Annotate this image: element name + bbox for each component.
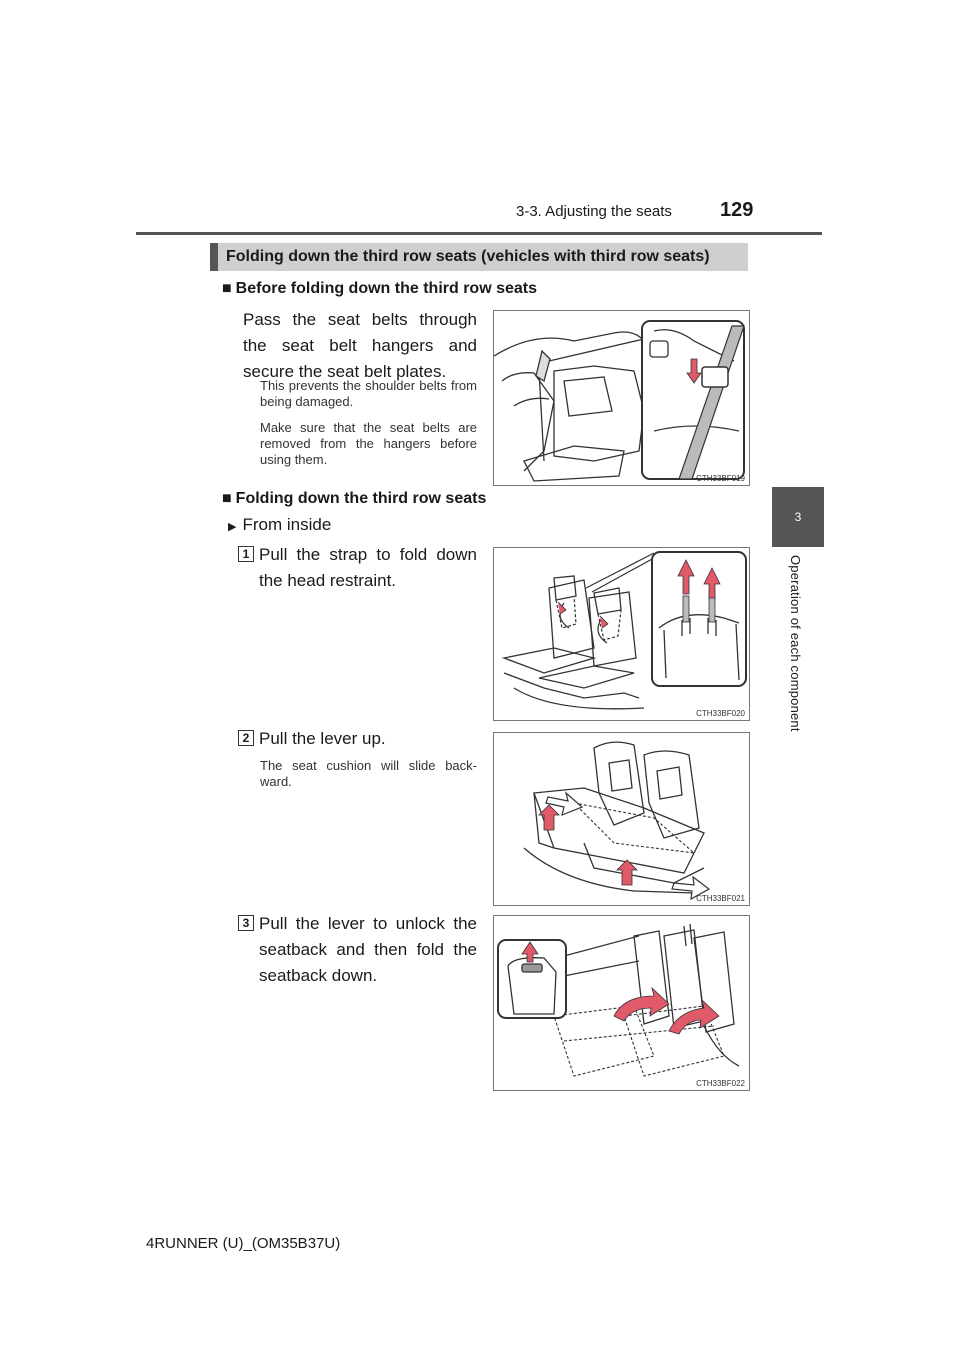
from-inside-label: ▶ From inside bbox=[228, 515, 331, 535]
figure-code: CTH33BF022 bbox=[696, 1079, 745, 1088]
figure-code: CTH33BF020 bbox=[696, 709, 745, 718]
figure-code: CTH33BF019 bbox=[696, 474, 745, 483]
step-text: Pull the strap to fold down the head res… bbox=[259, 545, 477, 590]
seatback-fold-illustration bbox=[497, 923, 740, 1077]
step-number-badge: 2 bbox=[238, 730, 254, 746]
triangle-right-icon: ▶ bbox=[228, 521, 237, 533]
square-bullet-icon: ■ bbox=[222, 280, 232, 297]
square-bullet-icon: ■ bbox=[222, 490, 232, 507]
sub-heading-label: Folding down the third row seats bbox=[235, 490, 487, 507]
sub-heading-before-folding: ■Before folding down the third row seats bbox=[222, 280, 537, 298]
head-restraint-illustration bbox=[501, 551, 747, 710]
figure-code: CTH33BF021 bbox=[696, 894, 745, 903]
figure-head-restraint: CTH33BF020 bbox=[493, 547, 750, 721]
note-text: This prevents the shoulder belts from be… bbox=[260, 378, 477, 409]
page-number: 129 bbox=[720, 199, 754, 221]
from-inside-text: From inside bbox=[242, 515, 332, 534]
figure-seat-lever: CTH33BF021 bbox=[493, 732, 750, 906]
figure-seat-belt-hanger: CTH33BF019 bbox=[493, 310, 750, 486]
note-text: Make sure that the seat belts are remove… bbox=[260, 420, 477, 467]
chapter-tab: 3 bbox=[772, 487, 824, 547]
seat-belt-hanger-illustration bbox=[493, 320, 745, 482]
header-section-title: 3-3. Adjusting the seats bbox=[516, 203, 672, 220]
chapter-tab-label: Operation of each component bbox=[788, 555, 803, 732]
chapter-tab-number: 3 bbox=[794, 510, 802, 524]
section-title: Folding down the third row seats (vehicl… bbox=[210, 243, 748, 271]
step-number-badge: 3 bbox=[238, 915, 254, 931]
figure-seatback-fold: CTH33BF022 bbox=[493, 915, 750, 1091]
step-text: Pull the lever to unlock the seatback an… bbox=[259, 914, 477, 985]
sub-heading-label: Before folding down the third row seats bbox=[235, 280, 538, 297]
note-text: The seat cushion will slide back-ward. bbox=[260, 758, 477, 789]
sub-heading-folding: ■Folding down the third row seats bbox=[222, 490, 486, 508]
step-text: Pull the lever up. bbox=[259, 729, 386, 748]
instruction-text: Pass the seat belts through the seat bel… bbox=[243, 310, 477, 381]
header-rule bbox=[136, 232, 822, 235]
seat-lever-illustration bbox=[523, 741, 711, 901]
step-number-badge: 1 bbox=[238, 546, 254, 562]
footer-model: 4RUNNER (U)_(OM35B37U) bbox=[146, 1235, 341, 1252]
